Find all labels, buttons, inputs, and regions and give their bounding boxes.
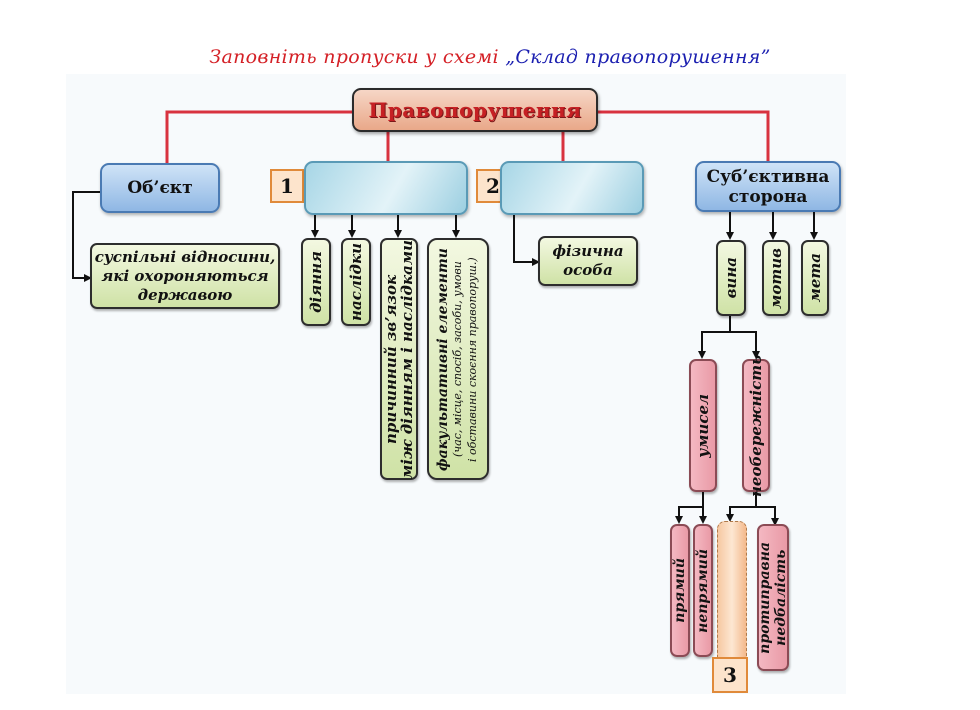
child-diyannia: діяння <box>301 238 331 326</box>
intent-node: умисел <box>689 359 717 492</box>
criminal-negligence-line2: недбалість <box>773 549 789 646</box>
intent-label: умисел <box>694 393 712 458</box>
instruction-text: Заповніть пропуски у схемі <box>209 46 506 68</box>
indirect-intent-node: непрямий <box>693 524 713 657</box>
child-diyannia-label: діяння <box>307 251 325 313</box>
guilt-label: вина <box>722 257 740 299</box>
direct-intent-label: прямий <box>672 558 688 623</box>
object-child-node: суспільні відносини, які охороняються де… <box>90 243 280 309</box>
child-causal-link: причинний зв’язок між діянням і наслідка… <box>380 238 418 480</box>
child-naslidky: наслідки <box>341 238 371 326</box>
blank-number-2-text: 2 <box>486 174 500 198</box>
criminal-negligence-line1: протиправна <box>757 541 773 654</box>
physical-person-line: особа <box>563 261 613 279</box>
optional-elements-line1: факультативні елементи <box>434 247 451 471</box>
optional-elements-line2: (час, місце, спосіб, засоби, умови <box>450 261 464 457</box>
goal-label: мета <box>806 253 824 303</box>
page-title: Заповніть пропуски у схемі „Склад правоп… <box>0 46 980 68</box>
physical-person-node: фізична особа <box>538 236 638 286</box>
blank-box-1[interactable] <box>304 161 468 215</box>
blank-number-3-text: 3 <box>723 663 737 687</box>
connector-object-child <box>72 191 100 282</box>
blank-number-1: 1 <box>270 169 304 203</box>
scheme-name: „Склад правопорушення” <box>505 46 771 68</box>
root-label: Правопорушення <box>368 98 582 122</box>
object-label: Об’єкт <box>127 178 193 198</box>
physical-person-line: фізична <box>552 242 624 260</box>
criminal-negligence-text: протиправна недбалість <box>757 542 789 654</box>
object-child-line: державою <box>137 285 233 304</box>
object-child-line: які охороняються <box>101 266 269 285</box>
optional-elements-line3: і обставини скоєння правопоруш.) <box>465 256 479 462</box>
root-node: Правопорушення <box>352 88 598 132</box>
connector-root-object <box>165 110 352 163</box>
negligence-label: необережність <box>747 354 765 497</box>
direct-intent-node: прямий <box>670 524 690 657</box>
negligence-node: необережність <box>742 355 770 497</box>
blank-box-2[interactable] <box>500 161 644 215</box>
causal-link-line2: між діянням і наслідками <box>398 239 416 479</box>
child-naslidky-label: наслідки <box>347 243 365 321</box>
blank-number-1-text: 1 <box>280 174 294 198</box>
criminal-negligence-node: протиправна недбалість <box>757 524 789 671</box>
child-guilt: вина <box>716 240 746 316</box>
motive-label: мотив <box>767 247 785 309</box>
child-motive: мотив <box>762 240 790 316</box>
indirect-intent-label: непрямий <box>695 548 711 633</box>
object-node: Об’єкт <box>100 163 220 213</box>
optional-elements-text: факультативні елементи (час, місце, спос… <box>434 247 481 471</box>
subjective-label-line1: Суб’єктивна <box>706 166 830 187</box>
subjective-side-node: Суб’єктивна сторона <box>695 161 841 212</box>
child-goal: мета <box>801 240 829 316</box>
connector-root-subjective <box>598 110 770 162</box>
blank-number-3: 3 <box>712 657 748 693</box>
blank-box-3[interactable] <box>717 521 747 669</box>
child-causal-link-text: причинний зв’язок між діянням і наслідка… <box>382 239 416 479</box>
object-child-line: суспільні відносини, <box>94 247 276 266</box>
child-optional-elements: факультативні елементи (час, місце, спос… <box>427 238 489 480</box>
subjective-label-line2: сторона <box>728 186 808 207</box>
